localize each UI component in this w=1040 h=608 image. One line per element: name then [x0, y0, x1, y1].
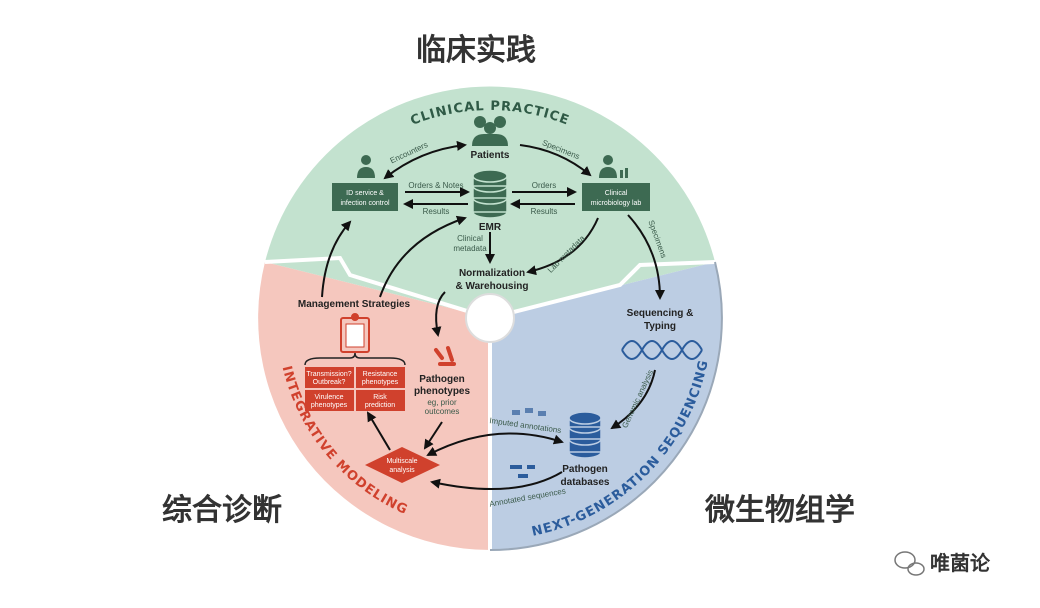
arrow-to-emr [379, 215, 467, 298]
arrow-annotated [430, 471, 563, 491]
arrow-lab-metadata [526, 217, 599, 276]
wechat-icon [894, 551, 925, 576]
arrow-multiscale-to-grid [366, 411, 391, 451]
node-databases-line2: databases [561, 477, 610, 488]
annotation-tags-icon [512, 408, 546, 416]
arrow-imputed [426, 432, 564, 456]
node-sequencing-line2: Typing [644, 321, 676, 332]
grid-cell-virulence-2: phenotypes [311, 402, 348, 409]
edge-clinical-metadata-line2: metadata [453, 244, 487, 253]
node-id-service-box [332, 183, 398, 211]
heading-clinical-practice: 临床实践 [416, 33, 536, 68]
heading-integrative-diagnosis: 综合诊断 [162, 493, 282, 528]
heading-microbiomics: 微生物组学 [704, 493, 855, 528]
grid-cell-resistance-2: phenotypes [362, 379, 399, 386]
node-id-service-line2: infection control [340, 200, 389, 207]
grid-cell-resistance-1: Resistance [363, 371, 398, 378]
node-management-strategies: Management Strategies [298, 299, 411, 310]
multiscale-diamond [365, 447, 440, 483]
emr-database-icon [472, 169, 508, 219]
node-normalization-line1: Normalization [459, 268, 525, 279]
edge-orders: Orders [532, 181, 556, 190]
arrow-to-id-service [321, 220, 352, 298]
arrow-to-phenotypes [431, 291, 446, 337]
pathogen-database-icon [568, 411, 602, 459]
node-multiscale-line2: analysis [389, 467, 415, 474]
node-micro-lab-box [582, 183, 650, 211]
edge-orders-notes: Orders & Notes [408, 181, 463, 190]
node-sequencing-line1: Sequencing & [627, 308, 694, 319]
strategy-grid [305, 367, 405, 411]
arrow-genomic-analysis [610, 369, 656, 430]
node-emr: EMR [479, 222, 502, 233]
outer-ring [489, 261, 723, 551]
node-phenotypes-note-line1: eg, prior [427, 398, 457, 407]
arrows [321, 140, 665, 491]
node-patients: Patients [471, 150, 510, 161]
doctor-icon [357, 155, 375, 178]
arrow-phenotypes-to-multiscale [423, 421, 443, 450]
arrow-specimens-top [519, 144, 592, 177]
center-hole [465, 293, 515, 343]
grid-cell-risk-2: prediction [365, 402, 395, 409]
brace [304, 352, 406, 366]
bacteria-icon [434, 346, 456, 366]
grid-cell-transmission-1: Transmission? [306, 371, 351, 378]
edge-clinical-metadata-line1: Clinical [457, 234, 483, 243]
node-id-service-line1: ID service & [346, 190, 384, 197]
node-micro-lab-line2: microbiology lab [591, 200, 642, 207]
lab-tech-icon [599, 155, 628, 178]
node-multiscale-line1: Multiscale [386, 458, 417, 465]
patients-icon [472, 116, 508, 146]
grid-cell-virulence-1: Virulence [314, 394, 343, 401]
node-normalization-line2: & Warehousing [456, 281, 529, 292]
watermark-text: 唯菌论 [930, 551, 991, 575]
grid-cell-transmission-2: Outbreak? [313, 379, 346, 386]
node-micro-lab-line1: Clinical [605, 190, 628, 197]
node-databases-line1: Pathogen [562, 464, 608, 475]
arrow-encounters [383, 140, 467, 180]
grid-cell-risk-1: Risk [373, 394, 387, 401]
node-phenotypes-line1: Pathogen [419, 374, 465, 385]
node-phenotypes-note-line2: outcomes [425, 407, 460, 416]
sequence-tags-icon [510, 465, 535, 478]
edge-results-left: Results [423, 207, 450, 216]
edge-results-right: Results [531, 207, 558, 216]
arrow-specimens-right [627, 214, 665, 300]
dna-icon [621, 340, 703, 360]
node-phenotypes-line2: phenotypes [414, 386, 471, 397]
clipboard-icon [340, 313, 370, 353]
